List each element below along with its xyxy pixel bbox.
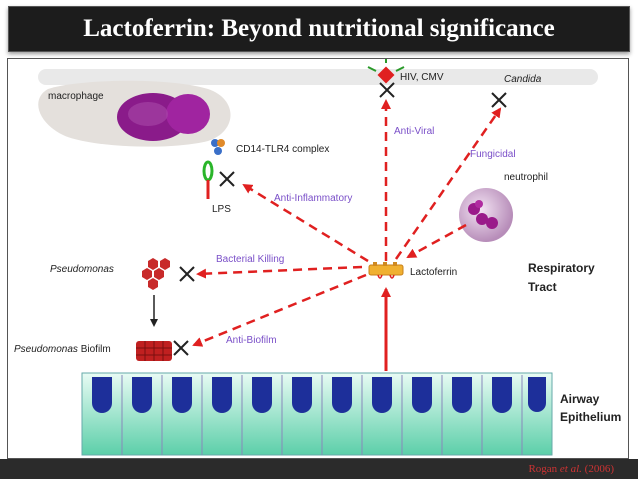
arrow-antibiofilm xyxy=(192,273,367,347)
biofilm-label: Pseudomonas Biofilm xyxy=(14,344,111,355)
arrow-neutrophil-to-lactoferrin xyxy=(406,223,467,259)
lps-icon xyxy=(202,160,214,199)
neutrophil-label: neutrophil xyxy=(504,172,548,183)
macrophage-cell xyxy=(38,80,231,147)
airway-epithelium xyxy=(81,372,553,456)
biofilm-block-x-icon xyxy=(173,340,189,356)
cd14-label: CD14-TLR4 complex xyxy=(236,144,329,155)
arrow-antiinflammatory xyxy=(242,183,369,263)
airway-epithelium-label: Airway xyxy=(560,392,600,406)
candida-block-x-icon xyxy=(491,92,507,108)
lactoferrin-icon xyxy=(368,262,404,279)
macrophage-label: macrophage xyxy=(48,91,104,102)
fungicidal-label: Fungicidal xyxy=(470,149,516,160)
bacterial-killing-label: Bacterial Killing xyxy=(216,254,284,265)
airway-epithelium-label-2: Epithelium xyxy=(560,410,621,424)
neutrophil-cell xyxy=(459,188,513,242)
virus-block-x-icon xyxy=(379,82,395,98)
antiinflammatory-label: Anti-Inflammatory xyxy=(274,193,352,204)
diagram-svg: macrophage CD14-TLR4 complex LPS HIV, CM… xyxy=(14,59,621,456)
citation: Rogan et al. (2006) xyxy=(528,463,614,475)
arrow-bacterial-killing xyxy=(196,265,363,279)
pseudomonas-block-x-icon xyxy=(179,266,195,282)
cd14-receptor-icon xyxy=(211,139,225,155)
candida-label: Candida xyxy=(504,74,542,85)
biofilm-icon xyxy=(136,341,172,361)
background-band xyxy=(38,69,598,85)
respiratory-tract-label-2: Tract xyxy=(528,280,557,294)
title-bar: Lactoferrin: Beyond nutritional signific… xyxy=(8,6,630,52)
antiviral-label: Anti-Viral xyxy=(394,126,434,137)
lactoferrin-label: Lactoferrin xyxy=(410,267,457,278)
antibiofilm-label: Anti-Biofilm xyxy=(226,335,277,346)
arrow-fungicidal xyxy=(394,107,502,260)
pseudomonas-label: Pseudomonas xyxy=(50,264,114,275)
hiv-label: HIV, CMV xyxy=(400,72,444,83)
lps-block-x-icon xyxy=(219,171,235,187)
slide-title: Lactoferrin: Beyond nutritional signific… xyxy=(83,15,555,42)
caption-bar xyxy=(0,459,638,479)
lps-label: LPS xyxy=(212,204,231,215)
diagram-frame: macrophage CD14-TLR4 complex LPS HIV, CM… xyxy=(7,58,629,459)
pseudomonas-icon xyxy=(142,258,170,290)
respiratory-tract-label: Respiratory xyxy=(528,261,595,275)
